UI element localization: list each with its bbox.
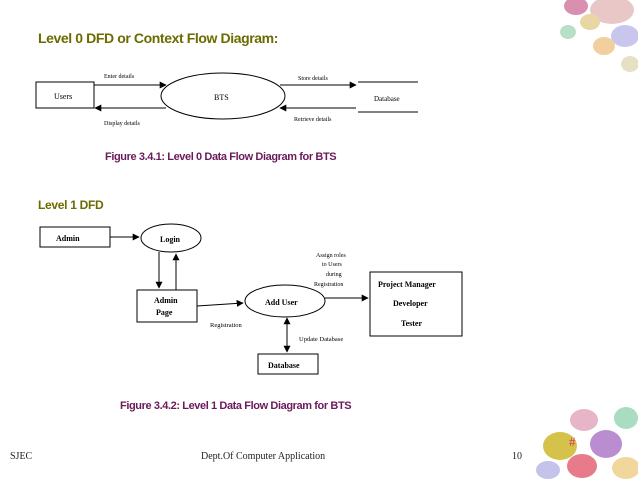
figure-1-caption: Figure 3.4.1: Level 0 Data Flow Diagram …	[105, 151, 337, 163]
egg-cream	[580, 14, 600, 30]
store-details-label: Store details	[298, 76, 328, 82]
egg-pink	[590, 0, 634, 24]
egg-peach	[612, 457, 638, 479]
add-user-process-ellipse	[244, 284, 326, 318]
egg-beige	[621, 56, 638, 72]
egg-mint	[560, 25, 576, 39]
level0-diagram: Users BTS Database Enter details Display…	[35, 72, 418, 127]
developer-label: Developer	[393, 299, 428, 308]
admin-page-label-line1: Admin	[154, 296, 178, 305]
enter-details-label: Enter details	[104, 74, 135, 80]
assign-roles-label-line2: to Users	[322, 262, 342, 268]
slide-hash-mark: #	[569, 434, 576, 449]
page-title: Level 0 DFD or Context Flow Diagram:	[38, 30, 278, 46]
egg-peach	[593, 37, 615, 55]
bts-process-label: BTS	[214, 93, 229, 102]
update-database-label: Update Database	[299, 336, 343, 343]
tester-label: Tester	[401, 319, 422, 328]
add-user-process-label: Add User	[265, 298, 298, 307]
egg-mint	[614, 407, 638, 429]
assign-roles-label-line3: during	[326, 272, 342, 278]
egg-lavender	[611, 25, 638, 47]
display-details-label: Display details	[104, 121, 140, 127]
footer-left-text: SJEC	[10, 451, 33, 462]
users-entity-box	[35, 81, 95, 109]
admin-page-label-line2: Page	[156, 308, 173, 317]
login-process-ellipse	[140, 223, 202, 253]
bts-process-ellipse	[160, 72, 286, 120]
admin-page-box	[136, 289, 198, 323]
database-box	[257, 353, 319, 375]
egg-coral	[567, 454, 597, 478]
level1-diagram: Admin Login Admin Page Add User Registra…	[39, 223, 463, 375]
egg-magenta	[564, 0, 588, 15]
database-label: Database	[268, 361, 300, 370]
egg-pink	[570, 409, 598, 431]
level1-heading: Level 1 DFD	[38, 198, 104, 212]
project-manager-label: Project Manager	[378, 280, 436, 289]
page-number: 10	[512, 451, 522, 462]
database-store-label: Database	[374, 95, 400, 103]
egg-yellow	[543, 432, 577, 460]
admin-entity-label: Admin	[56, 234, 80, 243]
figure-2-caption: Figure 3.4.2: Level 1 Data Flow Diagram …	[120, 400, 352, 412]
footer-center-text: Dept.Of Computer Application	[201, 451, 326, 462]
admin-page-to-add-user-arrow	[196, 299, 244, 307]
roles-box	[369, 271, 463, 337]
assign-roles-label-line4: Registration	[314, 282, 343, 288]
assign-roles-label-line1: Assign roles	[316, 253, 346, 259]
egg-purple	[590, 430, 622, 458]
registration-flow-label: Registration	[210, 322, 243, 329]
egg-lavender	[536, 461, 560, 479]
retrieve-details-label: Retrieve details	[294, 117, 332, 123]
users-entity-label: Users	[54, 92, 72, 101]
login-process-label: Login	[160, 235, 181, 244]
